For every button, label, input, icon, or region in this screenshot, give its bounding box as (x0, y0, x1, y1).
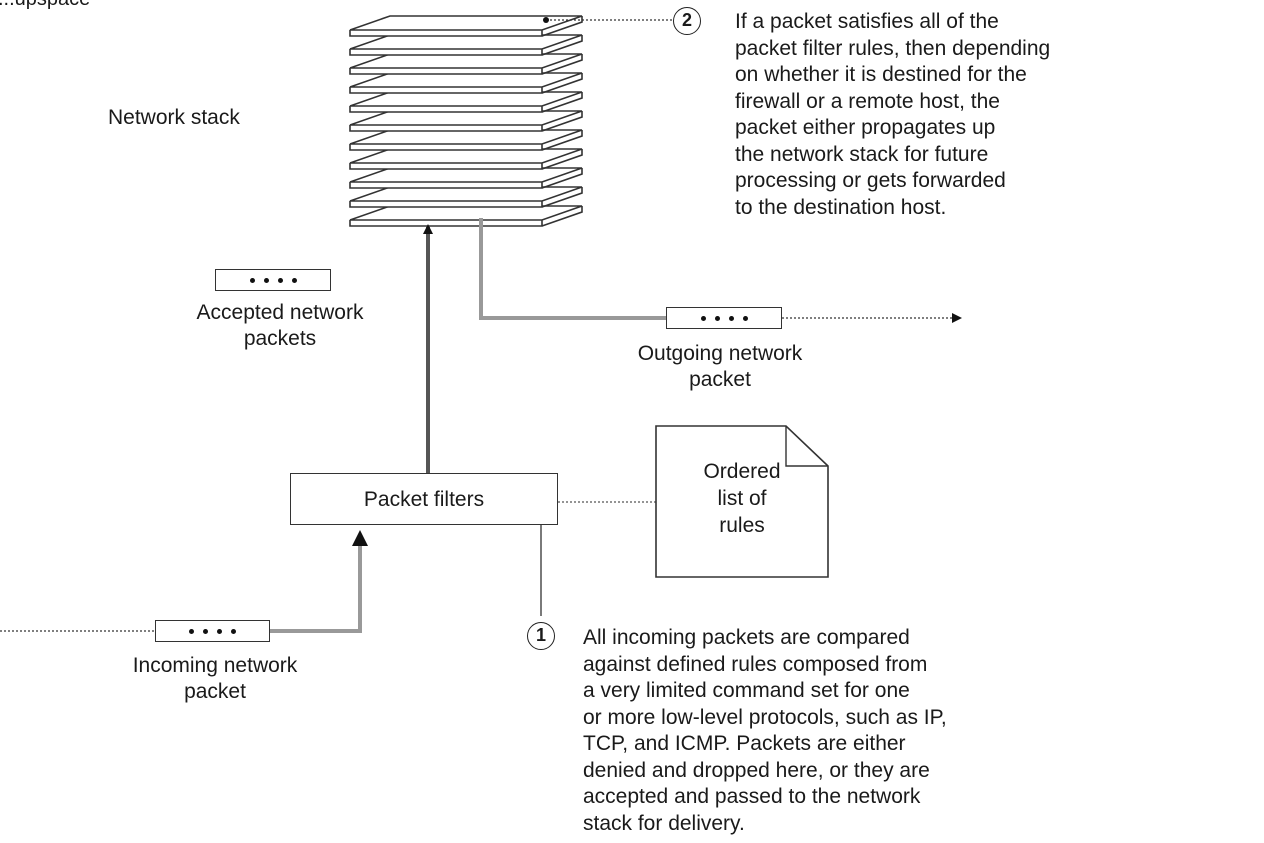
network-stack-layer (349, 148, 583, 170)
incoming-packet-line: Incoming network (132, 654, 298, 677)
callout-2-line: If a packet satisfies all of the (735, 10, 999, 33)
outgoing-packet-label: Outgoing network packet (570, 341, 870, 393)
callout-1-line: TCP, and ICMP. Packets are either (583, 732, 906, 755)
incoming-packet-line: packet (184, 680, 246, 703)
network-stack-layer (349, 167, 583, 189)
callout-1-line: All incoming packets are compared (583, 626, 910, 649)
incoming-flow-line (270, 540, 362, 633)
outgoing-packet-line: packet (689, 368, 751, 391)
network-stack-layer (349, 186, 583, 208)
incoming-arrowhead (352, 530, 368, 546)
rules-document-line: list of (717, 487, 767, 510)
incoming-packet-icon (155, 620, 270, 642)
callout-2-line: to the destination host. (735, 195, 947, 219)
callout-1-line: stack for delivery. (583, 811, 745, 835)
network-stack-layer (349, 110, 583, 132)
network-stack-label: Network stack (108, 106, 240, 129)
callout-1-line: denied and dropped here, or they are (583, 758, 930, 782)
callout-1-text: All incoming packets are compared agains… (583, 625, 947, 837)
callout-1-line: or more low-level protocols, such as IP, (583, 705, 947, 729)
callout-2-anchor-dot (543, 17, 549, 23)
accepted-packets-line: packets (243, 327, 317, 350)
network-stack-layers (349, 15, 583, 227)
rules-document-line: Ordered (703, 460, 781, 483)
callout-2-number: 2 (673, 7, 701, 35)
network-stack-layer (349, 129, 583, 151)
callout-1-line: accepted and passed to the network (583, 785, 921, 808)
rules-document-shape (655, 425, 829, 578)
callout-1-number: 1 (527, 622, 555, 650)
incoming-packet-label: Incoming network packet (65, 653, 365, 705)
top-fragment-text: ...upspace (0, 0, 90, 12)
callout-2-line: the network stack for future (735, 142, 989, 166)
network-stack-layer (349, 53, 583, 75)
accepted-packets-label: Accepted network packets (130, 300, 430, 352)
accepted-packet-icon (215, 269, 331, 291)
network-stack-layer (349, 72, 583, 94)
rules-document-fold (785, 426, 828, 467)
callout-2-line: packet either propagates up (735, 116, 996, 139)
rules-document-text: Ordered list of rules (656, 458, 828, 539)
callout-2-line: on whether it is destined for the (735, 63, 1027, 86)
outgoing-packet-icon (666, 307, 782, 329)
accepted-packets-line: Accepted network (196, 301, 364, 324)
network-stack-layer (349, 91, 583, 113)
network-stack-layer (349, 205, 583, 227)
outgoing-packet-line: Outgoing network (637, 342, 803, 365)
callout-2-line: processing or gets forwarded (735, 169, 1006, 192)
callout-1-line: against defined rules composed from (583, 652, 928, 676)
callout-2-line: firewall or a remote host, the (735, 89, 1000, 113)
network-stack-layer (349, 34, 583, 56)
rules-document-line: rules (719, 514, 765, 537)
network-stack-layer (349, 15, 583, 37)
callout-2-line: packet filter rules, then depending (735, 36, 1051, 60)
callout-2-text: If a packet satisfies all of the packet … (735, 9, 1050, 221)
callout-1-line: a very limited command set for one (583, 679, 910, 702)
packet-filters-box: Packet filters (290, 473, 558, 525)
outgoing-flow-line (479, 218, 666, 320)
